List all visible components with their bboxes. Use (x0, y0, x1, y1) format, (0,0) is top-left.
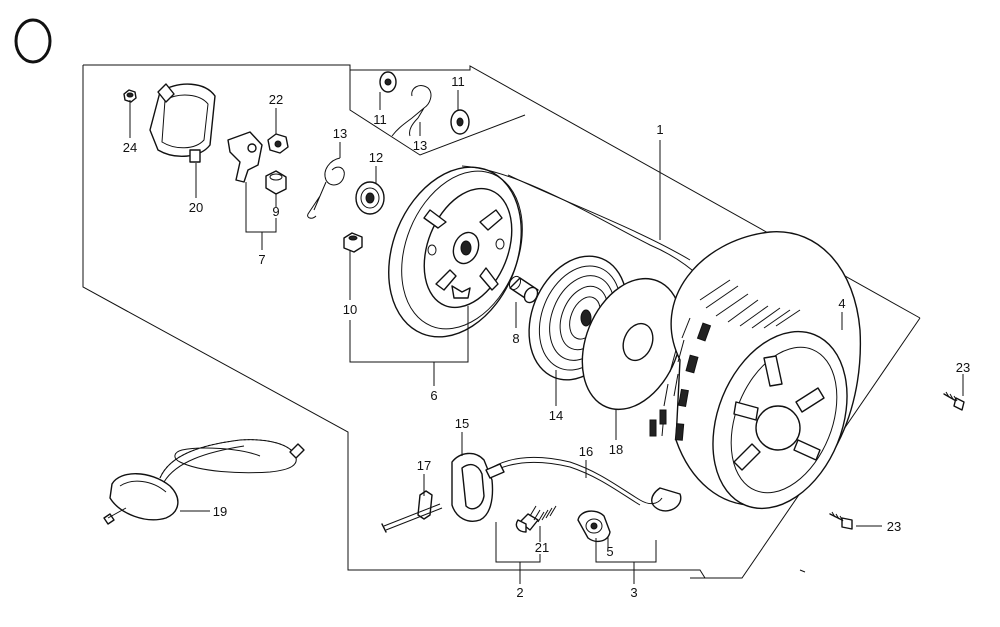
part-23-bolt-right (943, 391, 965, 411)
part-11-washer-right (450, 109, 470, 135)
label-part-21: 21 (535, 540, 549, 555)
label-part-23-right: 23 (956, 360, 970, 375)
label-part-7: 7 (258, 252, 265, 267)
part-20-guide-band (149, 83, 216, 163)
label-part-11-right: 11 (451, 74, 465, 89)
label-part-13-right: 13 (413, 138, 427, 153)
part-6-reel (388, 166, 523, 338)
part-4-starter-case (649, 231, 862, 512)
label-part-1: 1 (656, 122, 663, 137)
label-part-8: 8 (512, 331, 519, 346)
part-9-collar (265, 170, 287, 195)
label-part-16: 16 (579, 444, 593, 459)
part-8-collar (508, 275, 539, 304)
leader-lines (129, 90, 964, 584)
label-part-20: 20 (189, 200, 203, 215)
label-part-3: 3 (630, 585, 637, 600)
label-part-14: 14 (549, 408, 563, 423)
part-24-nut (123, 89, 137, 103)
part-15-handle (451, 452, 505, 522)
part-number-labels: 1 2 3 4 5 6 7 8 9 10 11 11 12 13 13 14 1… (123, 74, 970, 600)
part-18-spring-plate (581, 277, 683, 411)
label-part-23-bottom: 23 (887, 519, 901, 534)
label-part-11-left: 11 (373, 112, 387, 127)
part-13-spring-right (391, 85, 432, 137)
label-part-24: 24 (123, 140, 137, 155)
label-part-22: 22 (269, 92, 283, 107)
label-part-2: 2 (516, 585, 523, 600)
label-part-17: 17 (417, 458, 431, 473)
label-part-5: 5 (606, 544, 613, 559)
part-7-ratchet (227, 131, 263, 183)
part-22-nut (267, 133, 289, 154)
part-10-bushing (343, 232, 363, 253)
label-part-9: 9 (272, 204, 279, 219)
part-11-washer-left (379, 71, 397, 93)
section-mark-circle-o (14, 18, 52, 64)
assembly-outline (82, 64, 921, 579)
part-5-rope-guide (577, 510, 611, 543)
label-part-4: 4 (838, 296, 845, 311)
label-part-15: 15 (455, 416, 469, 431)
label-part-12: 12 (369, 150, 383, 165)
label-part-19: 19 (213, 504, 227, 519)
part-17-rope-grip (381, 490, 443, 533)
part-19-handle-rope-set (103, 439, 305, 525)
label-part-10: 10 (343, 302, 357, 317)
label-part-6: 6 (430, 388, 437, 403)
part-13-spring-left (307, 157, 345, 219)
label-part-13-left: 13 (333, 126, 347, 141)
part-21-spring (515, 505, 557, 533)
part-23-bolt-bottom (829, 511, 853, 530)
part-16-rope (487, 456, 663, 506)
part-12-friction-spring (355, 181, 385, 215)
label-part-18: 18 (609, 442, 623, 457)
